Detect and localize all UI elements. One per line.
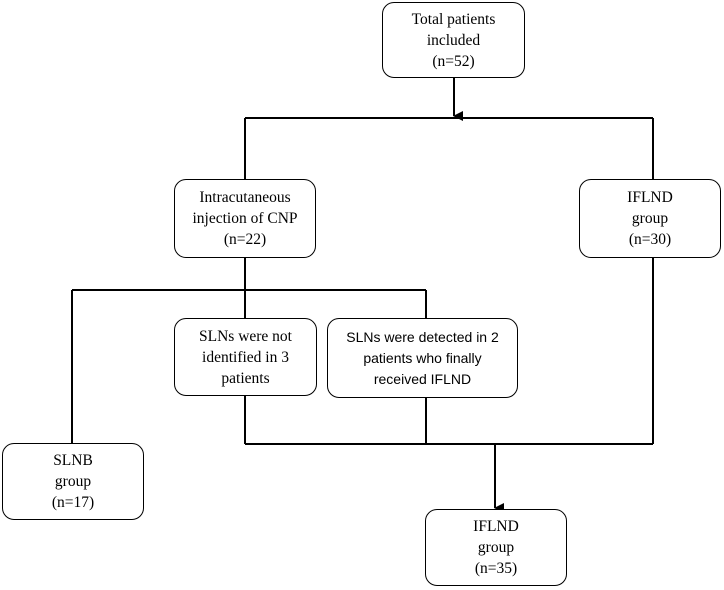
sln-not-identified-line-3: patients [221,369,270,387]
sln-not-identified-line-2: identified in 3 [202,348,289,366]
sln-detected-line-2: patients who finally [363,349,482,366]
iflnd-initial-line-2: group [631,210,669,227]
iflnd-group-initial-box: IFLND group (n=30) [579,179,721,258]
sln-detected-line-1: SLNs were detected in 2 [346,328,499,345]
iflnd-initial-line-3: (n=30) [628,231,672,248]
total-patients-line-3: (n=52) [432,52,475,70]
iflnd-initial-line-1: IFLND [627,189,673,206]
sln-not-identified-line-1: SLNs were not [199,327,292,345]
slnb-line-3: (n=17) [51,494,95,511]
iflnd-final-line-3: (n=35) [474,560,518,577]
slnb-line-2: group [54,473,92,490]
total-patients-line-1: Total patients [411,10,496,28]
iflnd-final-line-2: group [477,539,515,556]
injection-line-3: (n=22) [223,231,267,248]
total-patients-box: Total patients included (n=52) [382,2,525,78]
injection-line-2: injection of CNP [192,210,298,227]
slnb-line-1: SLNB [53,452,93,469]
sln-not-identified-box: SLNs were not identified in 3 patients [174,318,317,396]
sln-detected-line-3: received IFLND [373,370,472,387]
slnb-group-box: SLNB group (n=17) [2,443,144,520]
injection-line-1: Intracutaneous [199,189,291,206]
total-patients-line-2: included [426,31,481,49]
iflnd-final-line-1: IFLND [473,518,519,535]
sln-detected-box: SLNs were detected in 2 patients who fin… [327,318,518,398]
injection-box: Intracutaneous injection of CNP (n=22) [174,179,316,258]
iflnd-group-final-box: IFLND group (n=35) [425,509,567,586]
